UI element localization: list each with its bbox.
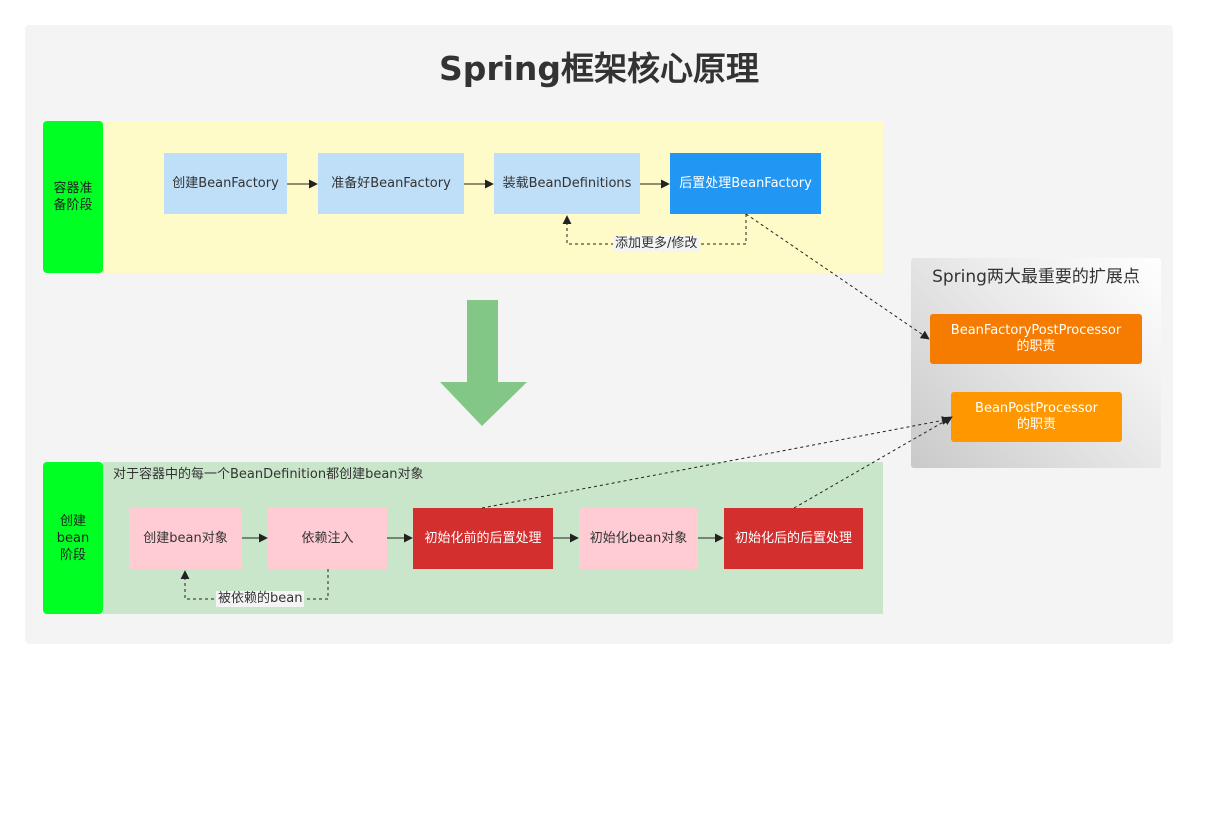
connector-after-init-to-bpp — [793, 416, 953, 509]
step-create-beanfactory: 创建BeanFactory — [164, 153, 287, 214]
diagram-title: Spring框架核心原理 — [438, 49, 760, 88]
loop-arrow-dependent-bean — [180, 569, 329, 600]
create-stage-label: 创建bean阶段 — [43, 462, 103, 614]
ext-beanpostprocessor-name: BeanPostProcessor — [975, 401, 1098, 416]
ext-beanpostprocessor: BeanPostProcessor 的职责 — [951, 392, 1122, 442]
ext-beanfactorypostprocessor: BeanFactoryPostProcessor 的职责 — [930, 314, 1142, 364]
step-init-bean: 初始化bean对象 — [579, 508, 698, 569]
step-prepare-beanfactory: 准备好BeanFactory — [318, 153, 464, 214]
step-load-beandefinitions: 装载BeanDefinitions — [494, 153, 640, 214]
step-dependency-injection: 依赖注入 — [268, 508, 387, 569]
connector-beanfactory-to-bfpp — [745, 213, 930, 340]
step-before-init-postprocess: 初始化前的后置处理 — [413, 508, 553, 569]
loop-label-dependent-bean: 被依赖的bean — [216, 591, 305, 607]
ext-beanpostprocessor-suffix: 的职责 — [1016, 417, 1056, 432]
stage-transition-arrow — [440, 300, 527, 426]
create-stage-caption: 对于容器中的每一个BeanDefinition都创建bean对象 — [113, 467, 424, 482]
step-postprocess-beanfactory: 后置处理BeanFactory — [670, 153, 821, 214]
ext-beanfactorypostprocessor-name: BeanFactoryPostProcessor — [950, 323, 1122, 338]
loop-label-add-modify: 添加更多/修改 — [613, 236, 700, 252]
step-after-init-postprocess: 初始化后的后置处理 — [724, 508, 863, 569]
step-create-bean: 创建bean对象 — [129, 508, 242, 569]
extension-points-title: Spring两大最重要的扩展点 — [932, 267, 1140, 287]
prepare-stage-label: 容器准备阶段 — [43, 121, 103, 273]
connector-before-init-to-bpp — [481, 416, 951, 509]
ext-beanfactorypostprocessor-suffix: 的职责 — [1016, 339, 1056, 354]
loop-arrow-add-modify — [562, 214, 747, 245]
